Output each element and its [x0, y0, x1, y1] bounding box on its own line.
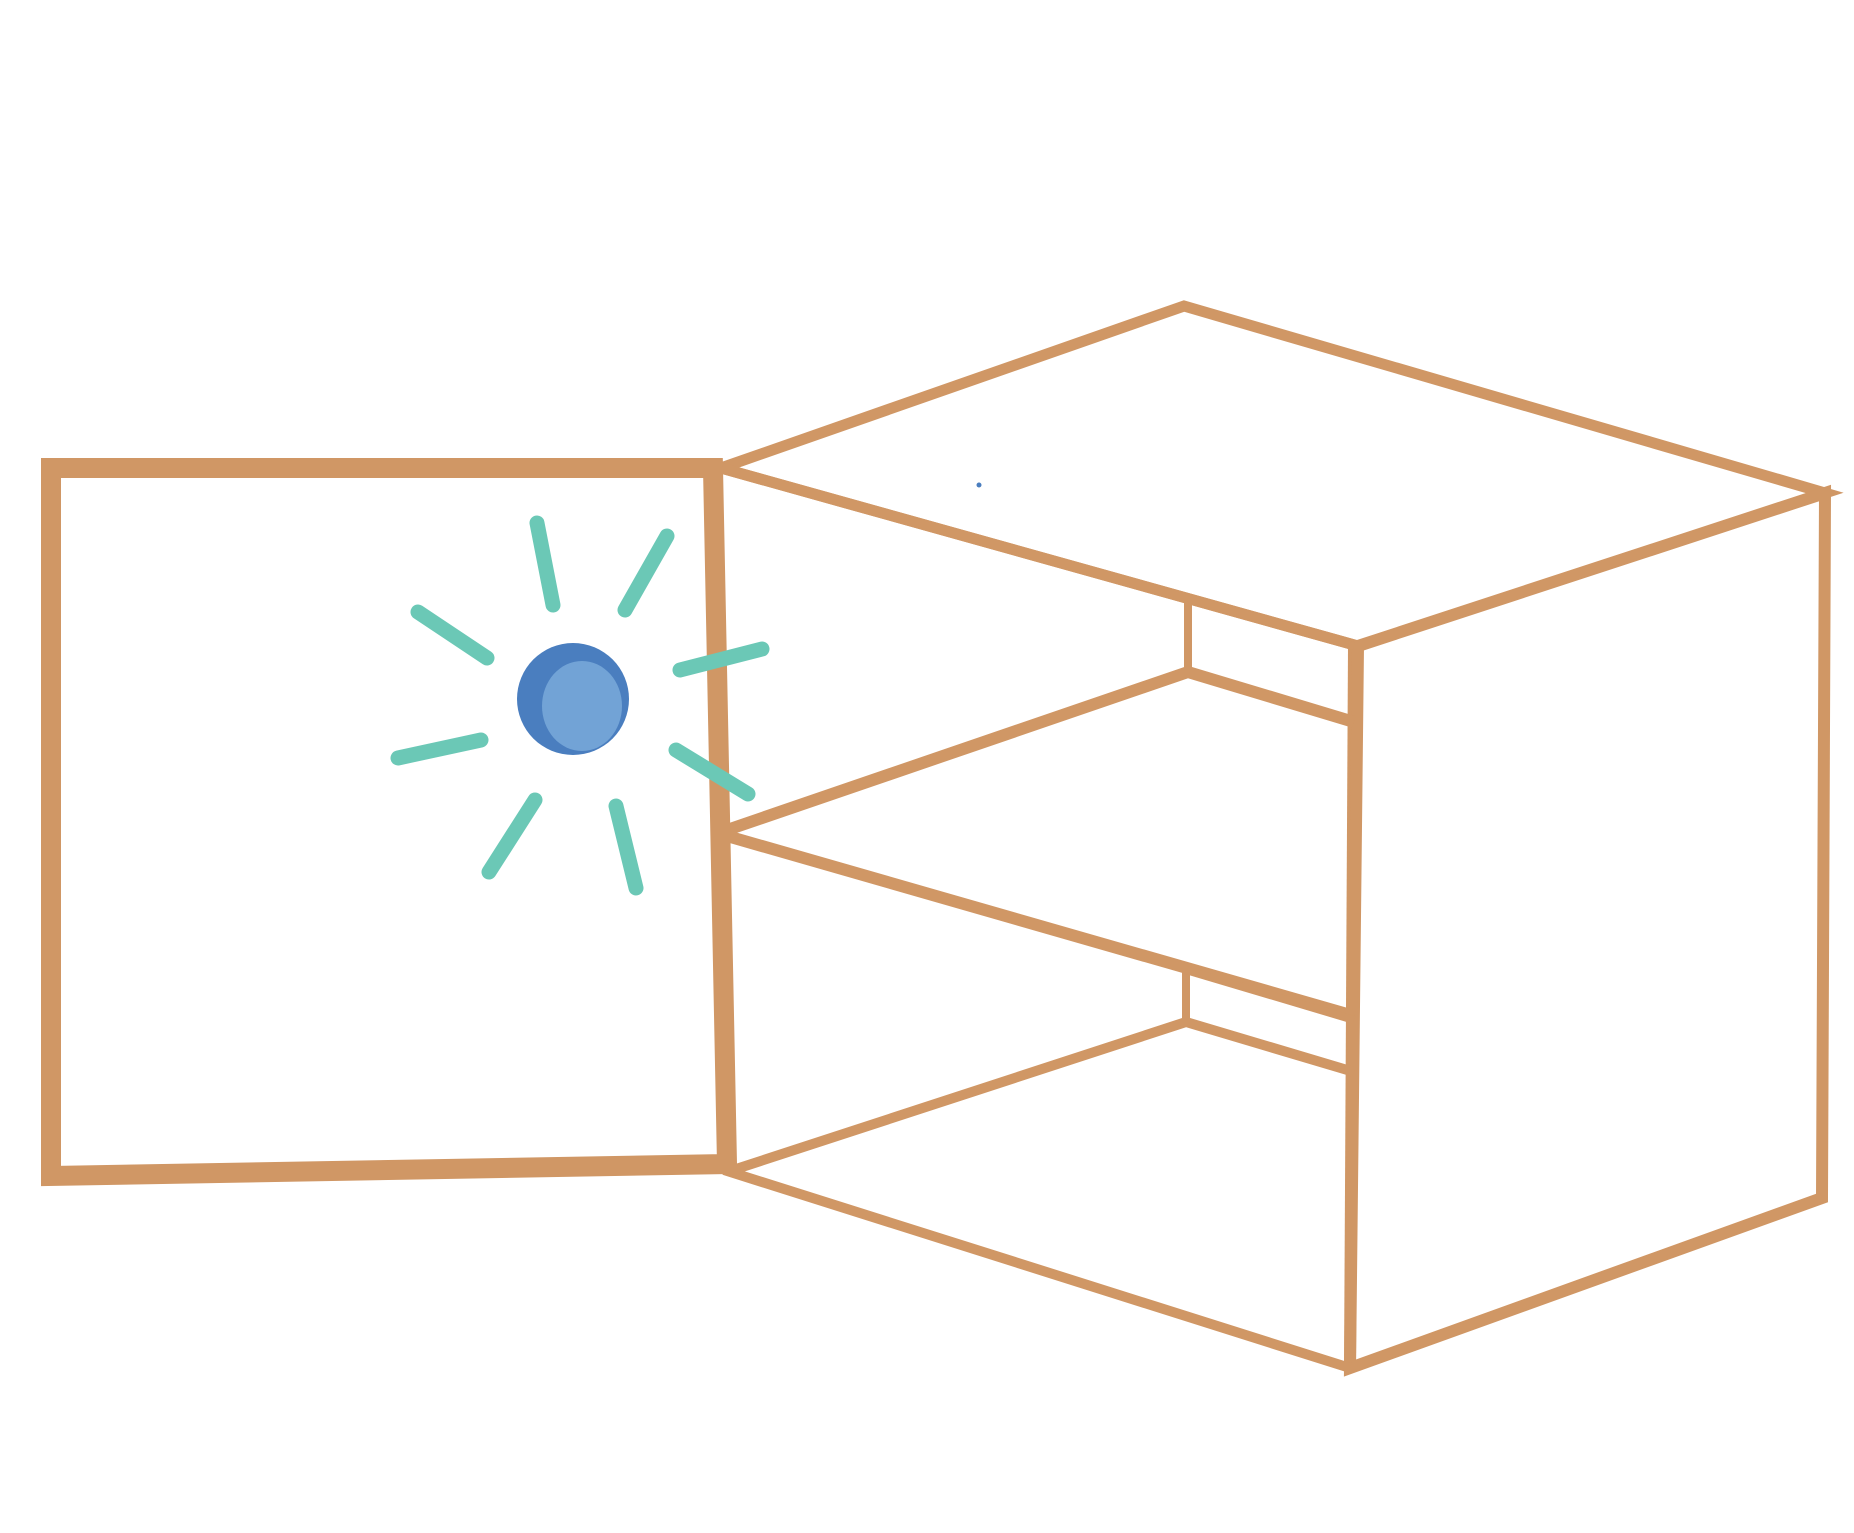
- door-knob-icon[interactable]: [517, 643, 629, 755]
- sparkle-ray-icon: [390, 732, 489, 766]
- cabinet-body: [702, 300, 1844, 1377]
- shelf-upper-front-edge: [725, 665, 1356, 836]
- sparkle-ray-icon: [672, 641, 770, 678]
- cabinet-top-panel: [702, 300, 1844, 652]
- sparkle-rays: [390, 515, 770, 896]
- cabinet-bottom-panel: [722, 1165, 1824, 1374]
- top-panel-dot: [976, 482, 982, 488]
- sparkle-ray-icon: [481, 792, 543, 880]
- sparkle-ray-icon: [529, 515, 561, 613]
- shelf-upper-back-edge: [1186, 594, 1356, 650]
- cabinet-door: [41, 458, 738, 1187]
- cabinet-right-panel: [1343, 484, 1832, 1377]
- shelf-lower-front-edge: [731, 1016, 1356, 1175]
- sparkle-ray-icon: [668, 742, 756, 802]
- shelf-lower-back-edge: [1184, 966, 1356, 1024]
- sparkle-ray-icon: [410, 604, 495, 666]
- door-panel: [41, 458, 738, 1187]
- shelf-lower: [731, 966, 1356, 1175]
- sparkle-ray-icon: [608, 798, 644, 896]
- sparkle-ray-icon: [617, 528, 675, 618]
- shelf-upper: [725, 594, 1356, 1022]
- knob-highlight: [542, 661, 622, 751]
